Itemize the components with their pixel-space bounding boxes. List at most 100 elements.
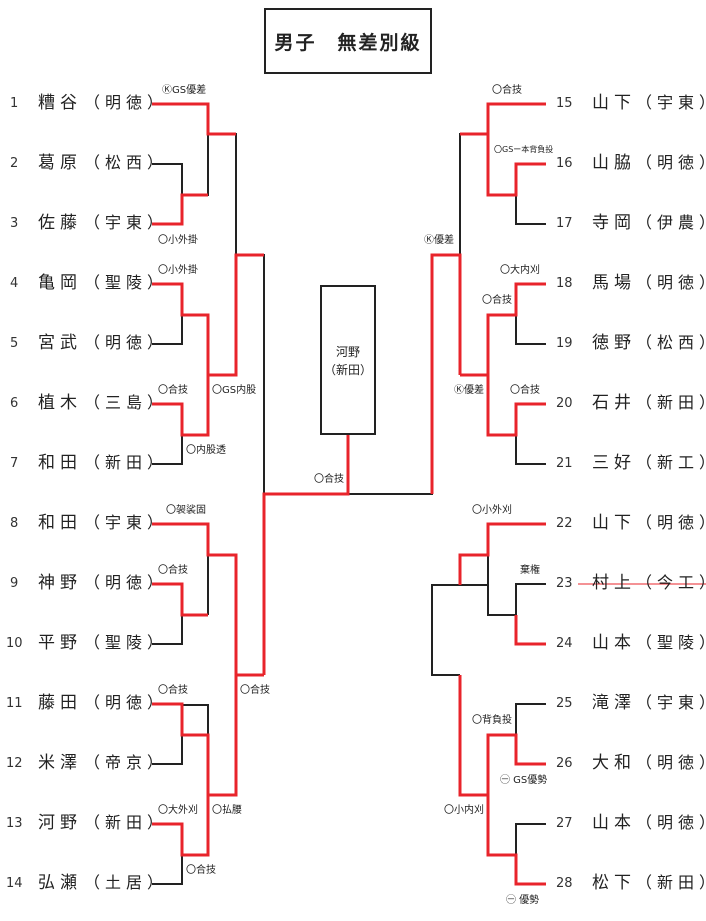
player-num: 9 bbox=[10, 576, 19, 591]
player-team: （三島） bbox=[84, 393, 169, 412]
player-num: 7 bbox=[10, 456, 19, 471]
win-r24 bbox=[514, 615, 546, 646]
line-r17 bbox=[515, 195, 546, 225]
player-name: 三好 bbox=[592, 453, 636, 473]
line-r27 bbox=[515, 823, 546, 855]
player-name: 松下 bbox=[592, 873, 636, 893]
line-l7 bbox=[152, 435, 183, 465]
win-r22 bbox=[458, 522, 546, 585]
bracket-lines-winner bbox=[152, 102, 546, 886]
player-name: 糟谷 bbox=[38, 93, 82, 113]
match-result: 〇GS内股 bbox=[212, 385, 257, 396]
player-team: （松西） bbox=[84, 153, 169, 172]
title-box: 男子 無差別級 bbox=[264, 8, 432, 74]
win-r18 bbox=[460, 282, 546, 377]
player-num: 15 bbox=[556, 96, 573, 111]
player-team: （明徳） bbox=[84, 93, 169, 112]
win-l6 bbox=[152, 375, 210, 437]
player-num: 24 bbox=[556, 636, 573, 651]
player-team: （新田） bbox=[84, 453, 169, 472]
player-num: 1 bbox=[10, 96, 19, 111]
match-result: 〇払腰 bbox=[212, 805, 242, 816]
player-num: 28 bbox=[556, 876, 573, 891]
player-team: （明徳） bbox=[84, 573, 169, 592]
player-num: 10 bbox=[6, 636, 23, 651]
player-num: 16 bbox=[556, 156, 573, 171]
win-l1 bbox=[152, 102, 236, 136]
line-r-r1a bbox=[487, 164, 516, 196]
match-result: Ⓚ優差 bbox=[454, 385, 484, 396]
player-num: 19 bbox=[556, 336, 573, 351]
player-team: （明徳） bbox=[84, 333, 169, 352]
win-r26 bbox=[458, 675, 546, 797]
player-name: 山下 bbox=[592, 513, 636, 533]
player-team: （聖陵） bbox=[636, 633, 706, 652]
player-name: 滝澤 bbox=[592, 693, 636, 713]
line-l5 bbox=[152, 315, 183, 345]
match-result: 〇GSー本背負投 bbox=[494, 145, 554, 154]
player-num: 8 bbox=[10, 516, 19, 531]
match-result: 〇合技 bbox=[510, 385, 540, 396]
player-name: 山下 bbox=[592, 93, 636, 113]
player-team: （宇東） bbox=[636, 93, 706, 112]
player-team: （明徳） bbox=[636, 513, 706, 532]
line-r19 bbox=[515, 315, 546, 345]
player-name: 山脇 bbox=[592, 153, 636, 173]
line-r21 bbox=[515, 435, 546, 465]
match-result: ⓀGS優差 bbox=[162, 85, 207, 96]
champion-name: 河野 bbox=[335, 345, 360, 359]
match-result: 〇大内刈 bbox=[500, 265, 540, 276]
player-name: 宮武 bbox=[38, 333, 82, 353]
player-team: （帝京） bbox=[84, 753, 169, 772]
win-r15 bbox=[460, 102, 546, 136]
player-num: 12 bbox=[6, 756, 23, 771]
line-r23 bbox=[515, 583, 546, 615]
line-l-r1d bbox=[181, 704, 209, 736]
player-num: 2 bbox=[10, 156, 19, 171]
player-name: 河野 bbox=[38, 813, 82, 833]
player-team: （聖陵） bbox=[84, 633, 169, 652]
player-team: （今工） bbox=[636, 573, 706, 592]
player-num: 22 bbox=[556, 516, 573, 531]
line-r-r2c bbox=[431, 584, 460, 676]
player-team: （明徳） bbox=[636, 753, 706, 772]
player-team: （明徳） bbox=[636, 273, 706, 292]
match-result: 〇小内刈 bbox=[444, 805, 484, 816]
player-num: 25 bbox=[556, 696, 573, 711]
player-team: （明徳） bbox=[636, 813, 706, 832]
player-num: 13 bbox=[6, 816, 23, 831]
line-r-r1c bbox=[487, 555, 516, 616]
player-team: （明徳） bbox=[636, 153, 706, 172]
match-result: 〇小外掛 bbox=[158, 235, 198, 246]
match-result: 〇合技 bbox=[158, 565, 188, 576]
line-l12 bbox=[152, 735, 183, 765]
match-result: Ⓚ優差 bbox=[424, 235, 454, 246]
match-result: 〇合技 bbox=[240, 685, 270, 696]
player-num: 5 bbox=[10, 336, 19, 351]
player-name: 石井 bbox=[592, 393, 636, 413]
player-num: 18 bbox=[556, 276, 573, 291]
win-r-q bbox=[430, 253, 462, 494]
line-r25 bbox=[515, 703, 546, 735]
player-team: （宇東） bbox=[84, 213, 169, 232]
player-num: 3 bbox=[10, 216, 19, 231]
win-l4 bbox=[152, 253, 264, 377]
match-result: 〇合技 bbox=[158, 385, 188, 396]
match-result: 〇合技 bbox=[482, 295, 512, 306]
player-num: 14 bbox=[6, 876, 23, 891]
match-result: 棄権 bbox=[520, 565, 540, 576]
page-title: 男子 無差別級 bbox=[274, 31, 422, 54]
player-name: 和田 bbox=[38, 453, 82, 473]
win-r16 bbox=[486, 134, 546, 197]
player-team: （宇東） bbox=[636, 693, 706, 712]
win-l13 bbox=[152, 795, 210, 857]
player-name: 馬場 bbox=[592, 273, 636, 293]
match-result: 〇大外刈 bbox=[158, 805, 198, 816]
player-name: 大和 bbox=[592, 753, 636, 773]
player-num: 6 bbox=[10, 396, 19, 411]
win-l-sf bbox=[262, 435, 350, 675]
win-l3 bbox=[152, 193, 208, 226]
line-l-r2a bbox=[208, 133, 237, 255]
player-num: 26 bbox=[556, 756, 573, 771]
